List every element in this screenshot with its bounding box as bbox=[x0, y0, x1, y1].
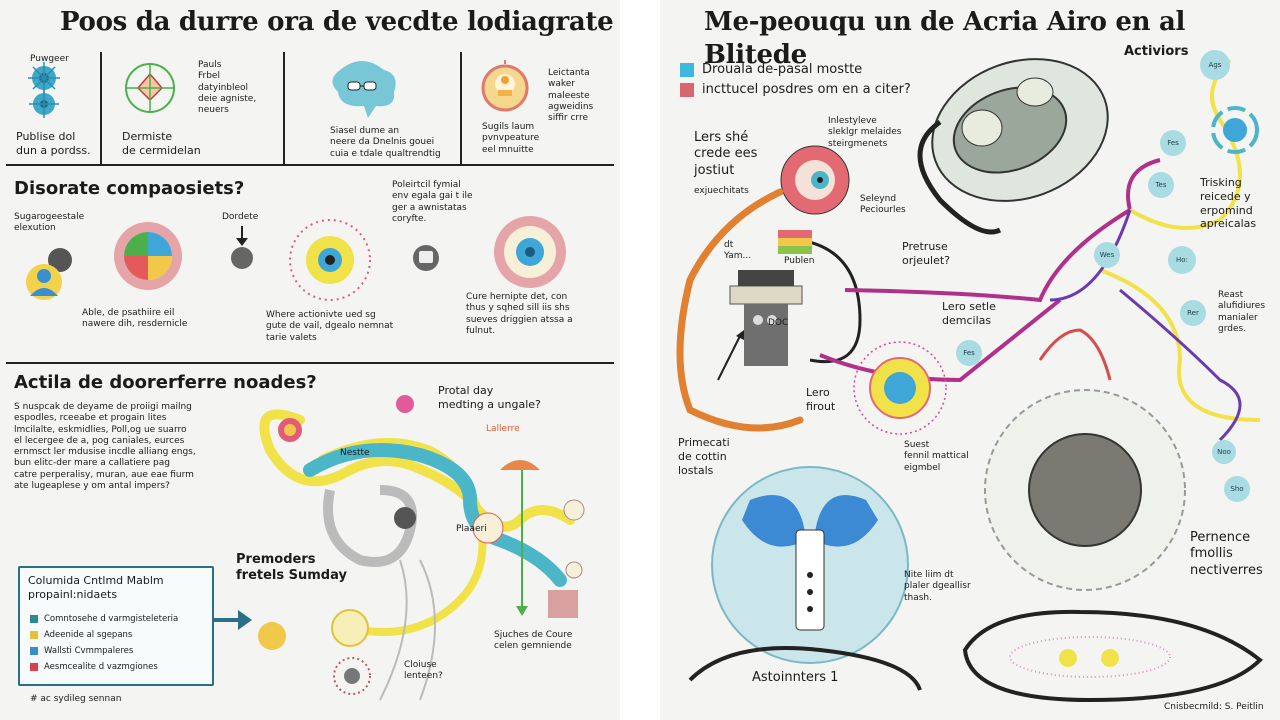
right-legend-item-1: Drouala de-pasal mostte bbox=[680, 62, 862, 78]
pathway-network-illustration bbox=[676, 58, 1263, 703]
network-node: Tes bbox=[1148, 172, 1174, 198]
legend-title: Columida Cntlmd Mablm propainl:nidaets bbox=[28, 574, 164, 601]
flower-gear-icon bbox=[494, 216, 566, 288]
section2-label-c: Poleirtcil fymial env egala gai t ile ge… bbox=[392, 180, 473, 224]
row1-divider-3 bbox=[460, 52, 462, 164]
legend-swatch bbox=[30, 662, 38, 671]
section2-caption-b: Where actionivte ued sg gute de vail, dg… bbox=[266, 310, 394, 343]
label-lers-sub: exjuechitats bbox=[694, 186, 749, 196]
legend-swatch bbox=[30, 630, 38, 639]
row1-col4-side-label: Leictanta waker maleeste agweidins siffi… bbox=[548, 68, 594, 123]
left-footnote: # ac sydileg sennan bbox=[30, 694, 122, 704]
label-nite: Nite liim dt plaler dgeallisr thash. bbox=[904, 570, 971, 603]
path-tag-1: Lallerre bbox=[486, 424, 520, 434]
network-node: Noo bbox=[1212, 440, 1236, 464]
speech-bubble-icon bbox=[332, 61, 396, 118]
robot-face-icon bbox=[413, 245, 439, 271]
label-dt: dt Yam... bbox=[724, 240, 752, 262]
legend-item: Aesmcealite d vazmgiones bbox=[30, 662, 158, 674]
legend-swatch bbox=[30, 614, 38, 623]
section2-heading: Disorate compaosiets? bbox=[14, 178, 245, 199]
section2-label-b: Dordete bbox=[222, 212, 259, 222]
network-node: Rer bbox=[1180, 300, 1206, 326]
label-activiors: Activiors bbox=[1124, 44, 1189, 59]
row1-col1-caption: Publise dol dun a pordss. bbox=[16, 130, 91, 157]
section3-body: S nuspcak de deyame de proiigi mailng es… bbox=[14, 402, 196, 491]
network-node: Ags bbox=[1200, 50, 1230, 80]
legend-swatch bbox=[30, 646, 38, 655]
pathway-illustration bbox=[206, 395, 585, 701]
right-infographic-panel: Me-peouqu un de Acria Airo en al Blitede… bbox=[660, 0, 1280, 720]
row1-illustrations bbox=[28, 60, 529, 118]
label-reast: Reast alufidiures manialer grdes. bbox=[1218, 290, 1266, 334]
right-legend-item-2: incttucel posdres om en a citer? bbox=[680, 82, 911, 98]
label-lers: Lers shé crede ees jostiut bbox=[694, 130, 758, 178]
right-title: Me-peouqu un de Acria Airo en al Blitede bbox=[704, 7, 1186, 70]
section2-caption-a: Able, de psathiire eil nawere dih, resde… bbox=[82, 308, 188, 330]
eye-cell-icon bbox=[780, 145, 850, 215]
legend-item: Comntosehe d varmgisteleteria bbox=[30, 614, 178, 626]
section3-heading: Actila de doorerferre noades? bbox=[14, 372, 317, 393]
promoters-label: Premoders fretels Sumday bbox=[236, 552, 347, 584]
row1-col4-caption: Sugils laum pvnvpeature eel mnuitte bbox=[482, 122, 540, 155]
closing-label-1: Cloiuse lenteen? bbox=[404, 660, 443, 682]
label-suest: Suest fennil mattical eigmbel bbox=[904, 440, 969, 473]
network-node: Sho bbox=[1224, 476, 1250, 502]
legend-swatch bbox=[680, 82, 694, 97]
label-pretruse: Pretruse orjeulet? bbox=[902, 240, 951, 267]
row1-col3-caption: Siasel dume an neere da Dnelnis gouei cu… bbox=[330, 126, 441, 159]
section2-caption-c: Cure hernipte det, con thus y sqhed sill… bbox=[466, 292, 573, 336]
virus-icon bbox=[28, 62, 60, 118]
section2-illustrations bbox=[26, 216, 566, 301]
network-node: Ho: bbox=[1168, 246, 1196, 274]
sun-face-icon bbox=[481, 60, 529, 112]
path-tag-3: Plaaeri bbox=[456, 524, 487, 534]
person-icon bbox=[26, 248, 72, 300]
label-trisking: Trisking reicede y erpomind apreicalas bbox=[1200, 176, 1257, 231]
row1-col2-caption: Dermiste de cermidelan bbox=[122, 130, 201, 157]
machine-icon bbox=[729, 270, 803, 366]
path-question-label: Protal day medting a ungale? bbox=[438, 384, 541, 411]
label-doc: DOC bbox=[768, 318, 789, 328]
label-publen: Publen bbox=[784, 256, 815, 266]
recycle-cycle-icon bbox=[1211, 106, 1259, 154]
legend-item: Adeenide al sgepans bbox=[30, 630, 132, 642]
network-node: Wes bbox=[1094, 242, 1120, 268]
row1-col2-side-label: Pauls Frbel datyinbleol deie agniste, ne… bbox=[198, 60, 257, 115]
spiked-cell-icon bbox=[289, 219, 371, 301]
legend-swatch bbox=[680, 62, 694, 77]
section2-bottom-rule bbox=[6, 362, 614, 364]
row1-divider-2 bbox=[283, 52, 285, 164]
label-pernence: Pernence fmollis nectiverres bbox=[1190, 530, 1263, 578]
organism-illustration bbox=[931, 58, 1109, 202]
right-footnote: Cnisbecmild: S. Peitlin bbox=[1164, 702, 1264, 712]
label-lero-settle: Lero setle demcilas bbox=[942, 300, 996, 327]
closing-label-2: Sjuches de Coure celen gemniende bbox=[494, 630, 573, 652]
gear-pinwheel-icon bbox=[114, 222, 182, 290]
legend-item: Wallsti Cvmmpaleres bbox=[30, 646, 133, 658]
left-title: Poos da durre ora de vecdte lodiagrate bbox=[60, 7, 614, 37]
label-primecati: Primecati de cottin lostals bbox=[678, 436, 730, 477]
spiny-organism-illustration bbox=[984, 389, 1186, 591]
arrow-down-icon bbox=[231, 226, 253, 269]
label-seleynd: Seleynd Peciourles bbox=[860, 194, 906, 216]
network-node: Fes bbox=[956, 340, 982, 366]
left-legend-box: Columida Cntlmd Mablm propainl:nidaets C… bbox=[18, 566, 214, 686]
bug-diagram-icon bbox=[125, 63, 175, 113]
path-tag-2: Nestte bbox=[340, 448, 370, 458]
stack-icon bbox=[778, 230, 812, 254]
left-infographic-panel: Poos da durre ora de vecdte lodiagrate bbox=[0, 0, 620, 720]
section2-label-a: Sugarogeestale elexution bbox=[14, 212, 85, 234]
label-lero-firout: Lero firout bbox=[806, 386, 836, 413]
row1-bottom-rule bbox=[6, 164, 614, 166]
anemone-icon bbox=[1009, 636, 1171, 678]
brain-cell-illustration bbox=[711, 466, 909, 664]
row1-divider-1 bbox=[100, 52, 102, 164]
network-node: Fes bbox=[1160, 130, 1186, 156]
sunburst-cell-icon bbox=[853, 341, 947, 435]
label-eye-note: Inlestyleve sleklgr melaides steirgmenet… bbox=[828, 116, 902, 149]
row1-col1-top-label: Puwgeer bbox=[30, 54, 69, 64]
label-astoinnters: Astoinnters 1 bbox=[752, 670, 839, 685]
